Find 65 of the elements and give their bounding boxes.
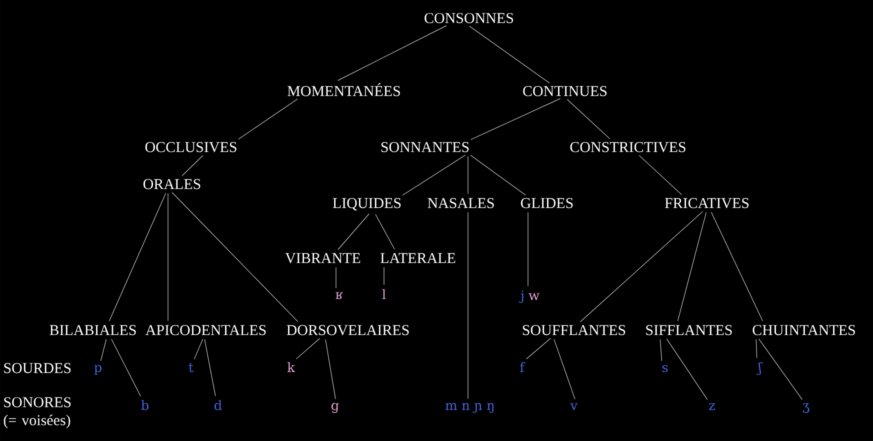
tree-branch xyxy=(402,154,466,196)
tree-branch xyxy=(100,338,107,362)
tree-branch xyxy=(758,338,803,400)
category-label: SOUFFLANTES xyxy=(522,325,626,336)
tree-branch xyxy=(296,338,320,360)
category-label: CHUINTANTES xyxy=(752,325,855,336)
category-label: CONTINUES xyxy=(523,86,607,96)
tree-branch xyxy=(375,214,395,250)
category-label: APICODENTALES xyxy=(146,325,266,336)
phoneme-symbol: ʁ xyxy=(336,292,343,299)
phoneme-symbol: p xyxy=(94,365,102,375)
phoneme-symbol: g xyxy=(332,403,339,413)
tree-branch xyxy=(638,155,682,196)
tree-branch xyxy=(111,338,141,397)
category-label: MOMENTANÉES xyxy=(288,83,400,96)
tree-branch xyxy=(470,154,526,196)
phoneme-symbol: l xyxy=(382,289,386,299)
phoneme-symbol: ʒ xyxy=(802,403,810,413)
category-label: ORALES xyxy=(143,179,200,190)
phoneme-symbol: j w xyxy=(519,290,540,303)
phoneme-symbol: m n ɲ ŋ xyxy=(446,403,494,413)
phoneme-symbol: t xyxy=(188,363,194,372)
tree-branch xyxy=(108,192,166,322)
tree-branch xyxy=(710,212,764,322)
category-label: LIQUIDES xyxy=(332,198,401,210)
phoneme-symbol: s xyxy=(662,365,668,372)
category-label: DORSOVELAIRES xyxy=(286,325,409,336)
row-label: SOURDES xyxy=(4,363,71,374)
tree-branch xyxy=(469,26,550,84)
phoneme-symbol: ʃ xyxy=(756,362,763,375)
category-label: FRICATIVES xyxy=(664,198,749,208)
phoneme-symbol: b xyxy=(141,400,149,410)
row-label: SONORES (= voisées) xyxy=(4,397,71,428)
tree-branch xyxy=(172,192,298,322)
tree-branch xyxy=(580,211,704,322)
tree-branch xyxy=(666,338,708,400)
category-label: CONSTRICTIVES xyxy=(570,142,686,152)
tree-branch xyxy=(204,338,216,396)
tree-branch xyxy=(526,338,552,360)
tree-branch xyxy=(182,155,204,176)
tree-branch xyxy=(470,98,561,140)
tree-branch xyxy=(338,214,370,250)
phoneme-symbol: z xyxy=(709,403,715,410)
tree-branch xyxy=(554,338,576,400)
tree-branch xyxy=(566,99,610,140)
tree-branch xyxy=(325,339,336,400)
category-label: NASALES xyxy=(428,198,494,208)
category-label: SONNANTES xyxy=(381,142,469,152)
category-label: SIFFLANTES xyxy=(646,325,732,336)
category-label: LATERALE xyxy=(380,253,456,263)
tree-branch xyxy=(660,339,662,362)
tree-branch xyxy=(677,212,707,322)
category-label: OCCLUSIVES xyxy=(145,142,236,152)
category-label: BILABIALES xyxy=(50,325,136,336)
category-label: CONSONNES xyxy=(424,13,514,24)
tree-branch xyxy=(194,338,204,360)
category-label: VIBRANTE xyxy=(285,253,360,264)
phoneme-symbol: d xyxy=(214,400,222,410)
phoneme-symbol: k xyxy=(287,362,296,372)
phoneme-symbol: f xyxy=(520,362,526,372)
tree-branch xyxy=(337,25,447,81)
category-label: GLIDES xyxy=(520,198,573,208)
tree-branch xyxy=(756,339,758,358)
tree-branch xyxy=(238,98,298,140)
phoneme-symbol: v xyxy=(570,403,578,410)
